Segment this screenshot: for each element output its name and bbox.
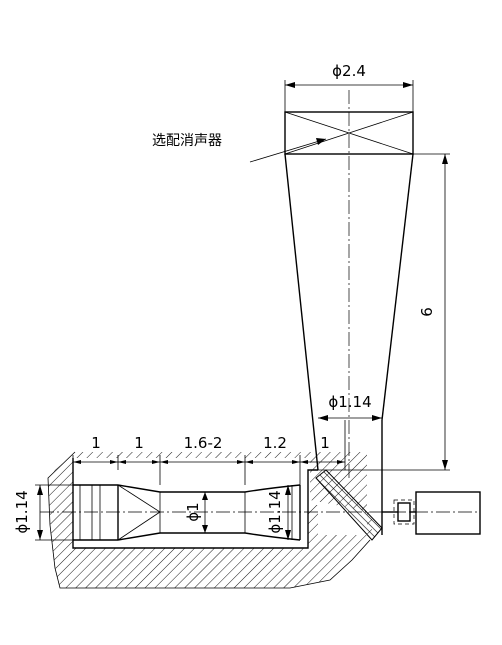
tunnel-cavity-outline bbox=[72, 458, 318, 549]
seg4-length-label: 1.2 bbox=[263, 434, 287, 452]
dim-arrow-height-bottom bbox=[442, 460, 448, 470]
stack-left-wall bbox=[284, 153, 319, 471]
dim-arrow-top-right bbox=[403, 82, 413, 88]
dim-arrow-top-left bbox=[285, 82, 295, 88]
dim-arrow-outlet-right bbox=[372, 415, 382, 421]
throat-diameter-label: ϕ1 bbox=[184, 502, 202, 521]
earth-hatching bbox=[48, 452, 372, 588]
callout-leader bbox=[249, 138, 327, 163]
motor-body bbox=[415, 491, 481, 535]
callout-arrow bbox=[316, 138, 326, 145]
seg5-length-label: 1 bbox=[320, 434, 330, 452]
seg2-length-label: 1 bbox=[134, 434, 144, 452]
silencer-callout-label: 选配消声器 bbox=[152, 133, 222, 149]
outlet-diameter-label: ϕ1.14 bbox=[328, 393, 371, 411]
dim-arrow-height-top bbox=[442, 154, 448, 164]
dim-arrow-outlet-left bbox=[318, 415, 328, 421]
silencer-diameter-label: ϕ2.4 bbox=[332, 62, 366, 80]
turning-vanes bbox=[315, 469, 383, 541]
earth-outline bbox=[47, 451, 371, 589]
seg3-length-label: 1.6-2 bbox=[184, 434, 223, 452]
stack-right-wall bbox=[381, 153, 414, 421]
inlet-diameter-label: ϕ1.14 bbox=[13, 490, 31, 533]
tunnel-body bbox=[73, 484, 301, 541]
seg1-length-label: 1 bbox=[91, 434, 101, 452]
stack-height-label: 6 bbox=[418, 307, 436, 317]
silencer-cross-b bbox=[284, 111, 414, 155]
diffuser-exit-diameter-label: ϕ1.14 bbox=[266, 490, 284, 533]
